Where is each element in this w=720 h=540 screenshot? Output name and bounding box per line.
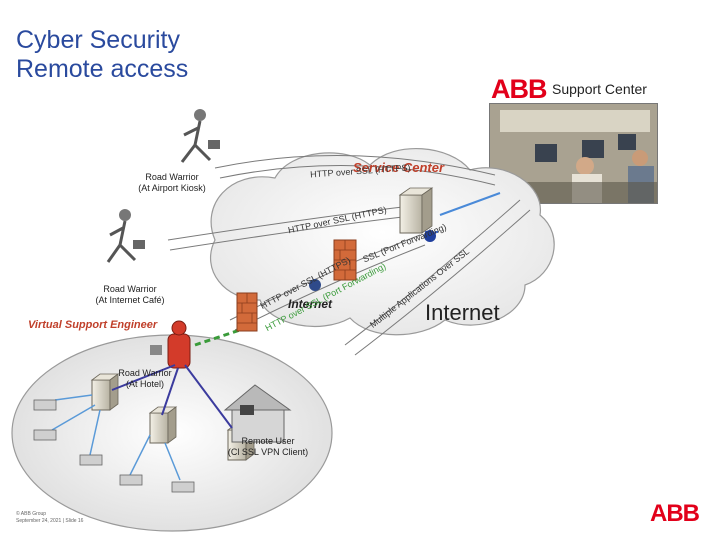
remote-user-label: Remote User (Cl SSL VPN Client) xyxy=(227,436,309,457)
hotel-server-1 xyxy=(90,373,120,411)
remote-user-house xyxy=(223,384,292,443)
service-center-server xyxy=(398,187,436,242)
support-center-photo xyxy=(489,103,658,204)
hotel-server-2 xyxy=(148,406,178,444)
tunnel-6 xyxy=(344,199,521,346)
virtual-support-engineer-figure xyxy=(150,320,191,369)
abb-logo-footer: ABB xyxy=(650,500,700,527)
title-line-2: Remote access xyxy=(16,55,189,83)
virtual-support-engineer-label: Virtual Support Engineer xyxy=(28,319,158,331)
internet-label-small: Internet xyxy=(288,297,333,311)
service-center-label: Service Center xyxy=(353,160,445,175)
page-title: Cyber Security Remote access xyxy=(16,26,188,84)
support-center-label: Support Center xyxy=(552,81,647,97)
tunnel-6b xyxy=(354,209,531,356)
tunnel-2b xyxy=(169,214,421,251)
abb-logo-header: ABB xyxy=(491,74,547,104)
tunnel-2 xyxy=(167,204,421,241)
tunnel-1 xyxy=(214,155,496,176)
tunnel-1b xyxy=(219,165,496,186)
footer-copyright: © ABB Group September 24, 2021 | Slide 1… xyxy=(16,511,84,524)
firewall-cafe xyxy=(236,292,258,332)
hotel-devices xyxy=(33,399,195,493)
road-warrior-airport-figure xyxy=(180,109,220,163)
road-warrior-hotel-label: Road Warrior (At Hotel) xyxy=(118,368,172,389)
firewall-cloud xyxy=(333,239,357,281)
road-warrior-cafe-label: Road Warrior (At Internet Café) xyxy=(95,284,165,305)
internet-label-big: Internet xyxy=(425,300,500,325)
road-warrior-cafe-figure xyxy=(106,209,145,263)
title-line-1: Cyber Security xyxy=(16,26,180,54)
road-warrior-airport-label: Road Warrior (At Airport Kiosk) xyxy=(138,172,206,193)
tunnel-3b xyxy=(234,244,426,331)
